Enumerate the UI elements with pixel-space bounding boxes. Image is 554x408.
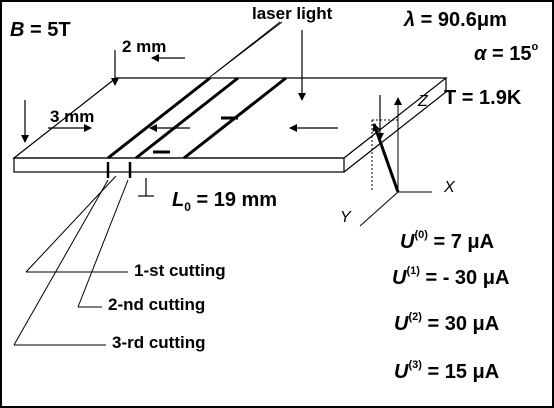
alpha-value: = 15 — [486, 43, 532, 65]
alpha-symbol: α — [474, 43, 487, 65]
length-indicator — [138, 178, 154, 197]
axis-y-label: Y — [340, 209, 351, 226]
dim-3mm-label: 3 mm — [50, 107, 95, 126]
laser-light-label: laser light — [252, 4, 333, 23]
voltage-3-value: = 15 μA — [421, 361, 500, 383]
voltage-2-symbol: U — [394, 313, 409, 335]
voltage-1-label: U(1) = - 30 μA — [392, 265, 510, 289]
cutting-2-label: 2-nd cutting — [108, 295, 206, 314]
cutting-1-label: 1-st cutting — [134, 261, 226, 280]
voltage-2-label: U(2) = 30 μA — [394, 311, 500, 335]
length-subscript: 0 — [184, 200, 191, 214]
lambda-value: = 90.6μm — [415, 9, 507, 31]
voltage-3-symbol: U — [394, 361, 409, 383]
axis-x-label: X — [444, 179, 455, 196]
voltage-0-label: U(0) = 7 μA — [400, 229, 495, 253]
field-value: = 5T — [24, 19, 71, 41]
voltage-0-superscript: (0) — [414, 229, 428, 241]
field-label: B = 5T — [10, 20, 71, 40]
voltage-1-superscript: (1) — [406, 265, 420, 277]
strip-lines — [107, 76, 287, 160]
dimension-arrows — [48, 54, 338, 132]
coordinate-axes — [359, 97, 432, 227]
voltage-2-superscript: (2) — [408, 311, 422, 323]
field-symbol: B — [10, 19, 25, 41]
alpha-label: α = 15o — [474, 41, 539, 65]
laser-pointer-lines — [157, 21, 283, 119]
contact-bars — [153, 116, 238, 154]
cutting-3-label: 3-rd cutting — [112, 333, 206, 352]
lambda-label: λ = 90.6μm — [404, 10, 507, 30]
alpha-degree: o — [531, 41, 539, 53]
sample-slab — [12, 77, 448, 173]
voltage-0-value: = 7 μA — [427, 231, 495, 253]
voltage-2-value: = 30 μA — [421, 313, 500, 335]
voltage-3-label: U(3) = 15 μA — [394, 359, 500, 383]
laser-arrows — [21, 30, 384, 143]
voltage-1-value: = - 30 μA — [419, 267, 510, 289]
length-label: L0 = 19 mm — [172, 189, 278, 213]
length-symbol: L — [172, 189, 185, 211]
dim-2mm-label: 2 mm — [122, 37, 167, 56]
lambda-symbol: λ — [404, 9, 416, 31]
voltage-3-superscript: (3) — [408, 359, 422, 371]
voltage-1-symbol: U — [392, 267, 407, 289]
cutting-leaders — [13, 162, 132, 346]
axis-z-label: Z — [418, 93, 428, 110]
voltage-0-symbol: U — [400, 231, 415, 253]
temperature-label: T = 1.9K — [444, 87, 522, 109]
length-value: = 19 mm — [190, 189, 278, 211]
